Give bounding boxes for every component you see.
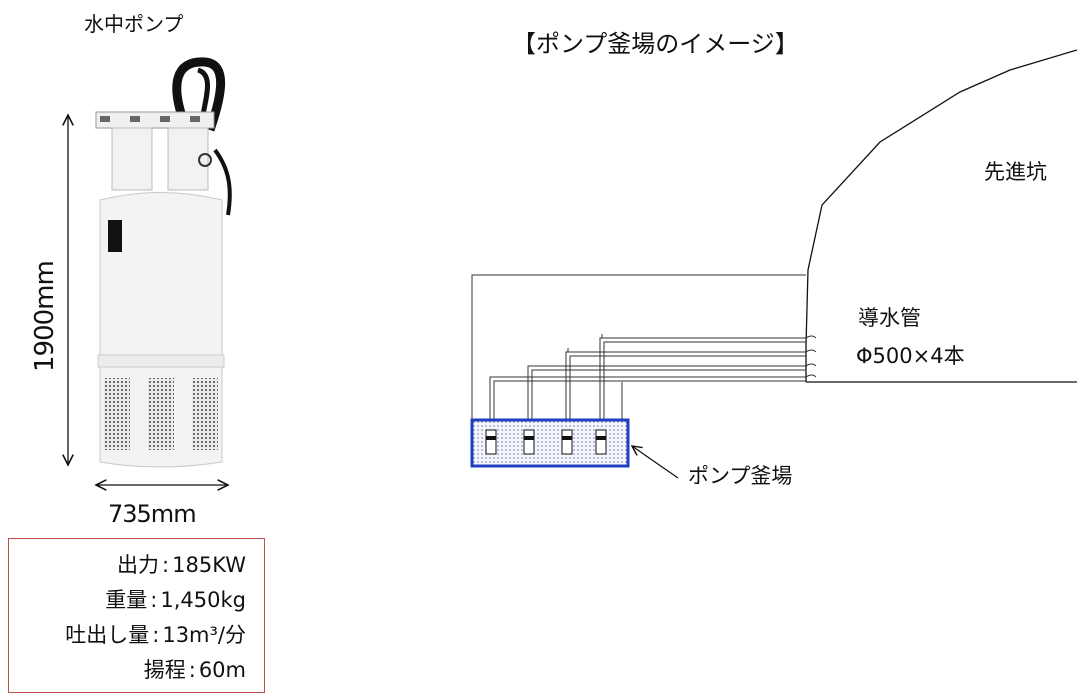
- spec-value: 1,450kg: [160, 588, 246, 612]
- spec-key: 出力: [117, 553, 160, 577]
- pump-title: 水中ポンプ: [84, 12, 184, 36]
- spec-row-discharge: 吐出し量:13m³/分: [65, 619, 246, 649]
- spec-value: 185KW: [172, 553, 246, 577]
- spec-key: 重量: [105, 588, 148, 612]
- diagram-title: 【ポンプ釜場のイメージ】: [512, 30, 799, 58]
- pit-label: ポンプ釜場: [688, 464, 793, 488]
- pump-pit: [470, 418, 630, 468]
- spec-row-weight: 重量:1,450kg: [105, 584, 246, 614]
- spec-value: 60m: [198, 658, 246, 682]
- pump-height-label: 1900mm: [30, 261, 60, 372]
- pump-illustration: [95, 57, 232, 468]
- spec-row-head: 揚程:60m: [144, 654, 246, 684]
- pipe-label: 導水管: [858, 306, 921, 330]
- water-pipes: [471, 274, 817, 462]
- tunnel-label: 先進坑: [984, 160, 1047, 184]
- spec-box: 出力:185KW 重量:1,450kg 吐出し量:13m³/分 揚程:60m: [8, 538, 265, 693]
- spec-row-output: 出力:185KW: [117, 549, 246, 579]
- spec-key: 吐出し量: [65, 623, 150, 647]
- tunnel-outline: [805, 49, 1077, 382]
- spec-key: 揚程: [143, 658, 186, 682]
- pump-width-label: 735mm: [108, 500, 197, 528]
- pit-leader-arrow: [632, 446, 679, 479]
- pipe-spec-label: Φ500×4本: [856, 344, 965, 368]
- spec-value: 13m³/分: [162, 623, 246, 647]
